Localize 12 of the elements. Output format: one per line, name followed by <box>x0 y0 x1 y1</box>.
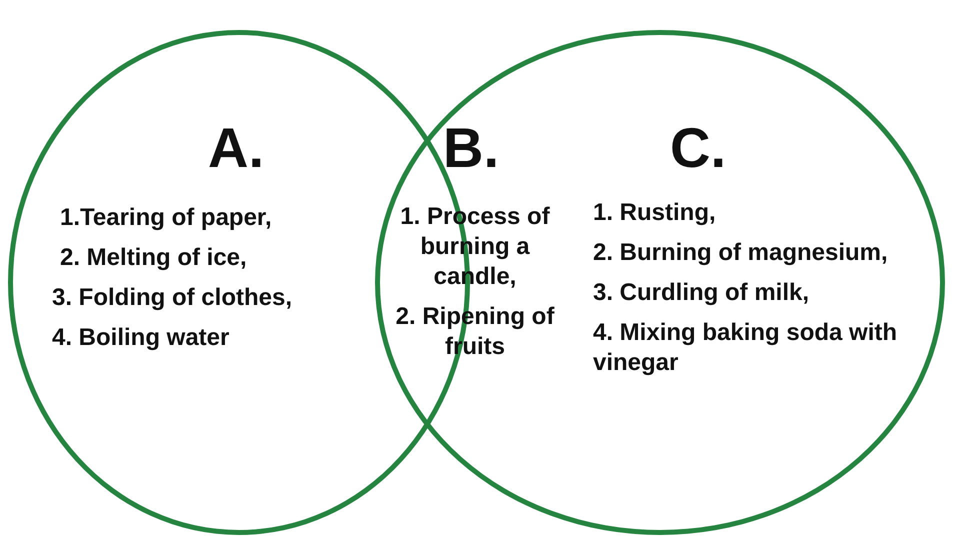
set-heading: C. <box>670 118 726 178</box>
list-item: 2. Burning of magnesium, <box>593 238 888 268</box>
list-item: 3. Curdling of milk, <box>593 278 810 308</box>
list-item: 4. Boiling water <box>52 323 230 353</box>
list-item: 2. Melting of ice, <box>60 243 247 273</box>
list-item: 3. Folding of clothes, <box>52 283 292 313</box>
list-item: 4. Mixing baking soda with vinegar <box>593 318 898 378</box>
set-heading: B. <box>443 118 499 178</box>
set-ellipse <box>375 30 945 535</box>
set-heading: A. <box>208 118 264 178</box>
list-item: 1.Tearing of paper, <box>60 203 272 233</box>
list-item: 1. Rusting, <box>593 198 716 228</box>
